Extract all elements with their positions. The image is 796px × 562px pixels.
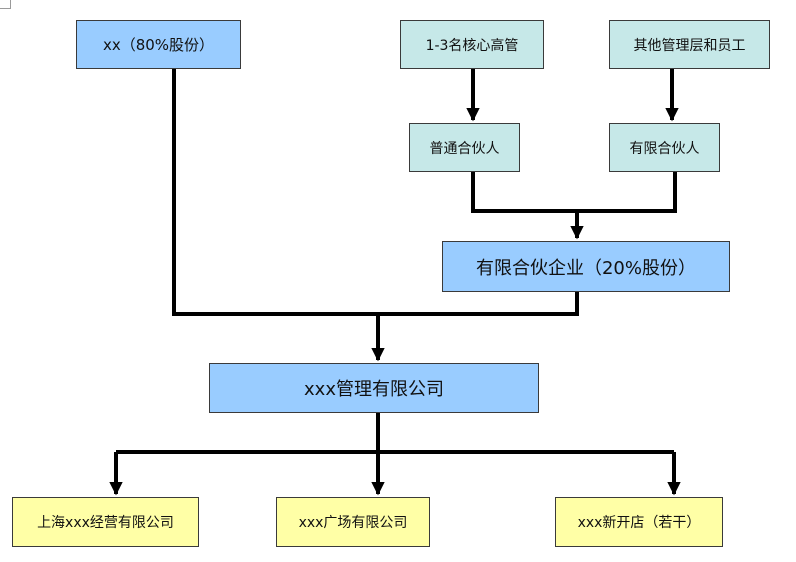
edge-xx-partnership-merge xyxy=(172,69,579,316)
node-general-partner-label: 普通合伙人 xyxy=(429,140,500,157)
edge-gp-lp-merge xyxy=(471,172,677,213)
node-general-partner: 普通合伙人 xyxy=(409,123,520,172)
node-xx-label: xx（80%股份） xyxy=(102,36,215,54)
page-corner-mark xyxy=(0,0,11,9)
node-other-staff-label: 其他管理层和员工 xyxy=(633,37,746,54)
node-other-staff: 其他管理层和员工 xyxy=(609,20,770,69)
node-plaza-company: xxx广场有限公司 xyxy=(276,497,430,547)
node-limited-partnership: 有限合伙企业（20%股份） xyxy=(442,241,730,292)
node-new-stores-label: xxx新开店（若干） xyxy=(577,515,701,531)
node-limited-partner: 有限合伙人 xyxy=(609,123,720,172)
node-shanghai-company-label: 上海xxx经营有限公司 xyxy=(37,515,174,531)
node-management-company-label: xxx管理有限公司 xyxy=(304,379,444,400)
node-shanghai-company: 上海xxx经营有限公司 xyxy=(12,497,199,547)
node-management-company: xxx管理有限公司 xyxy=(209,363,539,413)
node-new-stores: xxx新开店（若干） xyxy=(555,497,723,547)
node-core-executives: 1-3名核心高管 xyxy=(400,20,544,69)
node-core-executives-label: 1-3名核心高管 xyxy=(425,37,519,54)
node-limited-partnership-label: 有限合伙企业（20%股份） xyxy=(475,257,696,279)
node-plaza-company-label: xxx广场有限公司 xyxy=(298,515,408,531)
node-xx: xx（80%股份） xyxy=(76,20,241,69)
node-limited-partner-label: 有限合伙人 xyxy=(629,140,700,157)
